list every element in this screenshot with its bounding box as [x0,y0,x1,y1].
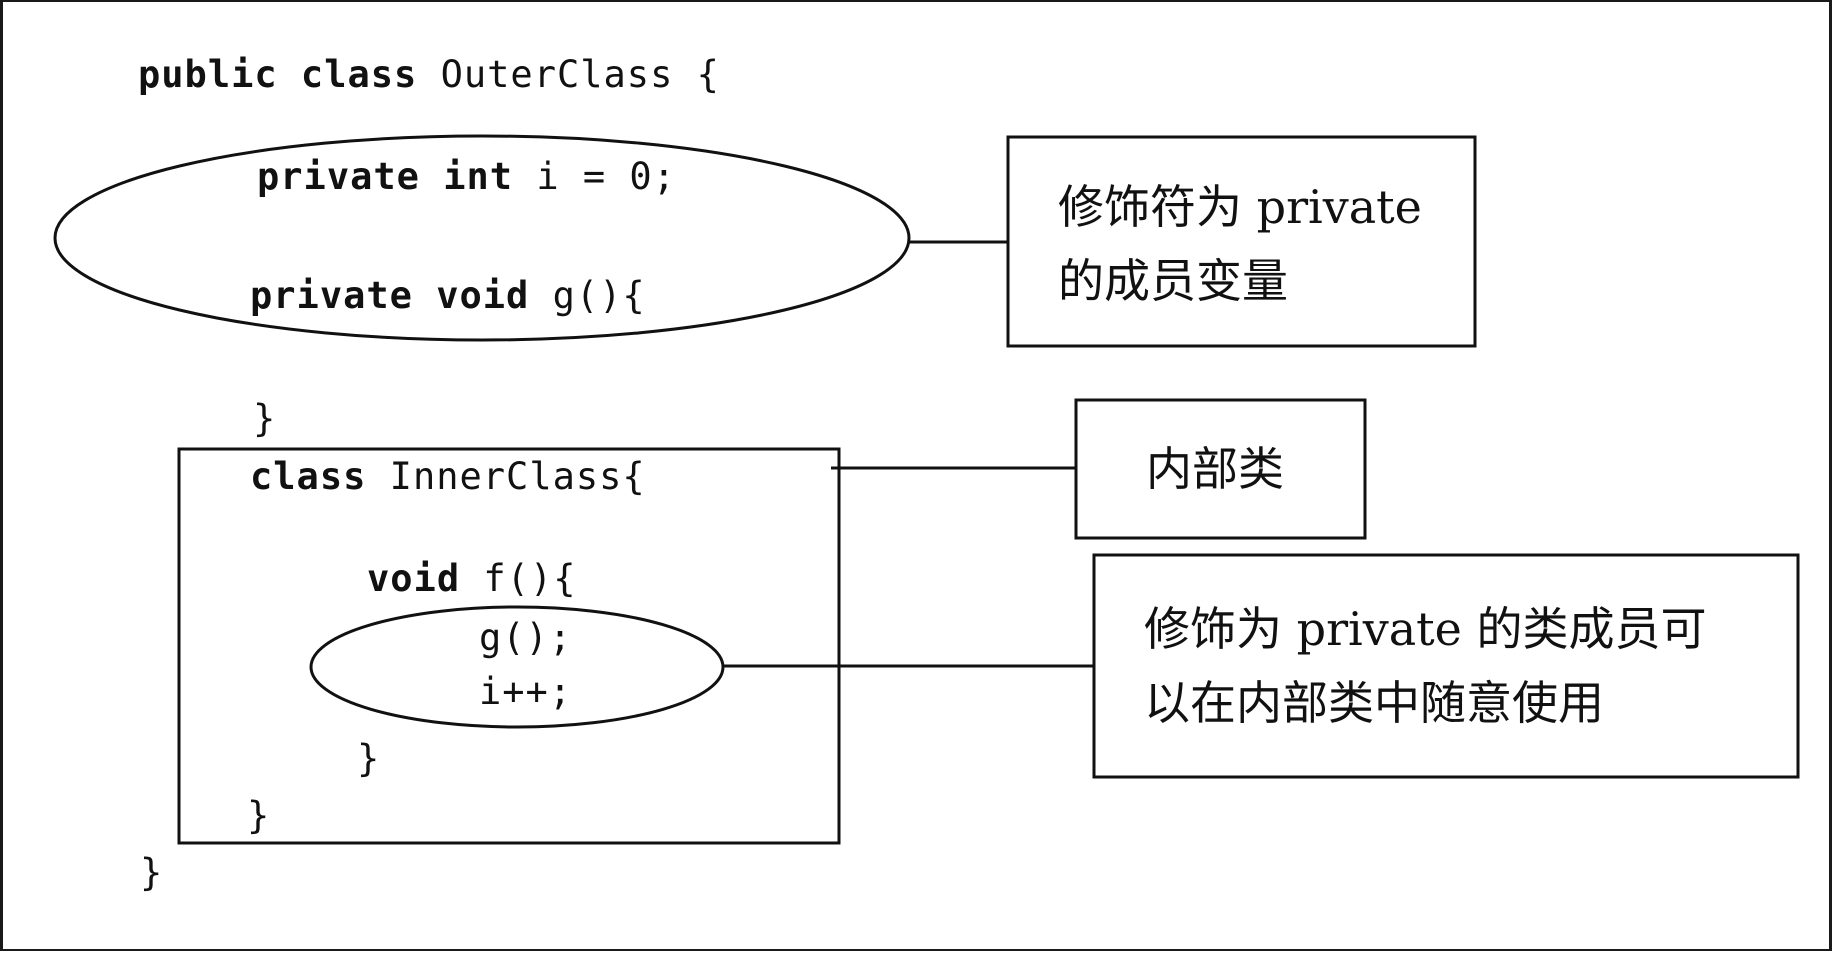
code-line-void-f: void f(){ [367,557,577,600]
code-line-outer-class: public class OuterClass { [138,53,720,96]
code-line-private-int: private int i = 0; [257,155,676,198]
code-line-g-call: g(); [479,616,573,659]
code-line-g-close: } [253,397,277,440]
private-members-note-box [1006,135,1477,348]
private-members-note-line1: 修饰符为 private [1058,180,1422,234]
diagram-shapes [53,134,1800,845]
code-line-f-close: } [357,737,381,780]
code-line-outer-close: } [140,851,164,894]
inner-class-note-box [1074,398,1367,540]
usage-note-box [1092,553,1800,779]
private-members-note-line2: 的成员变量 [1058,254,1288,308]
private-members-note-text: 修饰符为 private 的成员变量 [1058,170,1468,318]
inner-class-note-text: 内部类 [1146,432,1356,506]
private-members-ellipse [53,134,911,342]
code-line-inner-class: class InnerClass{ [250,455,646,498]
inner-class-note-label: 内部类 [1146,442,1284,496]
inner-class-box [177,447,841,845]
usage-note-text: 修饰为 private 的类成员可 以在内部类中随意使用 [1144,592,1784,740]
code-line-private-void: private void g(){ [250,274,646,317]
usage-note-line1: 修饰为 private 的类成员可 [1144,602,1707,656]
code-line-i-increment: i++; [479,670,573,713]
usage-note-line2: 以在内部类中随意使用 [1144,676,1604,730]
code-line-inner-close: } [247,794,271,837]
